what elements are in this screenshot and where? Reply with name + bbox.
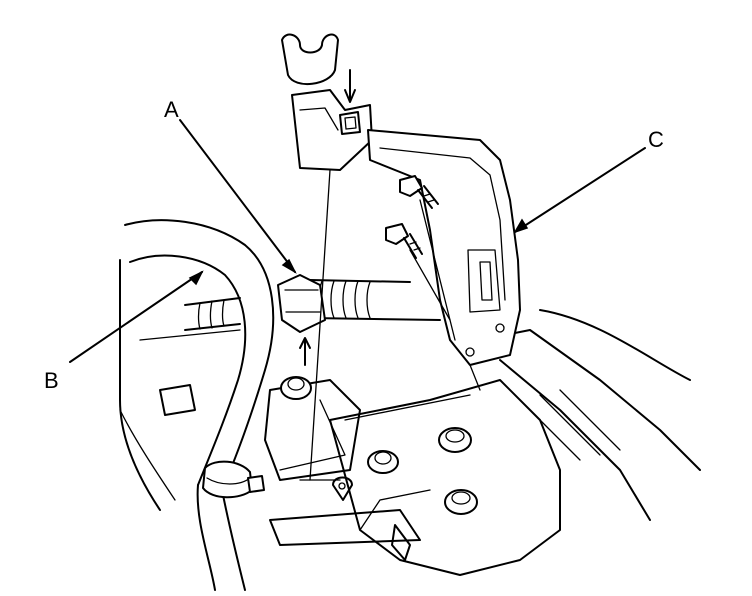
leader-b: [69, 270, 204, 363]
bracket-bolt-upper: [399, 175, 439, 209]
top-connector: [281, 33, 373, 171]
hose-clamp-lower: [202, 460, 265, 499]
alignment-lines: [309, 169, 481, 481]
harness-tube-a: [277, 274, 441, 366]
callout-label-b: B: [44, 368, 59, 393]
hose-b: [119, 219, 275, 591]
callout-label-c: C: [648, 127, 664, 152]
leader-c: [513, 147, 646, 234]
bracket-bolt-lower: [385, 223, 423, 259]
leader-a: [179, 119, 297, 274]
corrugated-hose-left: [184, 297, 241, 331]
bracket-c: [367, 129, 521, 366]
callout-label-a: A: [164, 97, 179, 122]
casting-bolts: [280, 376, 478, 515]
